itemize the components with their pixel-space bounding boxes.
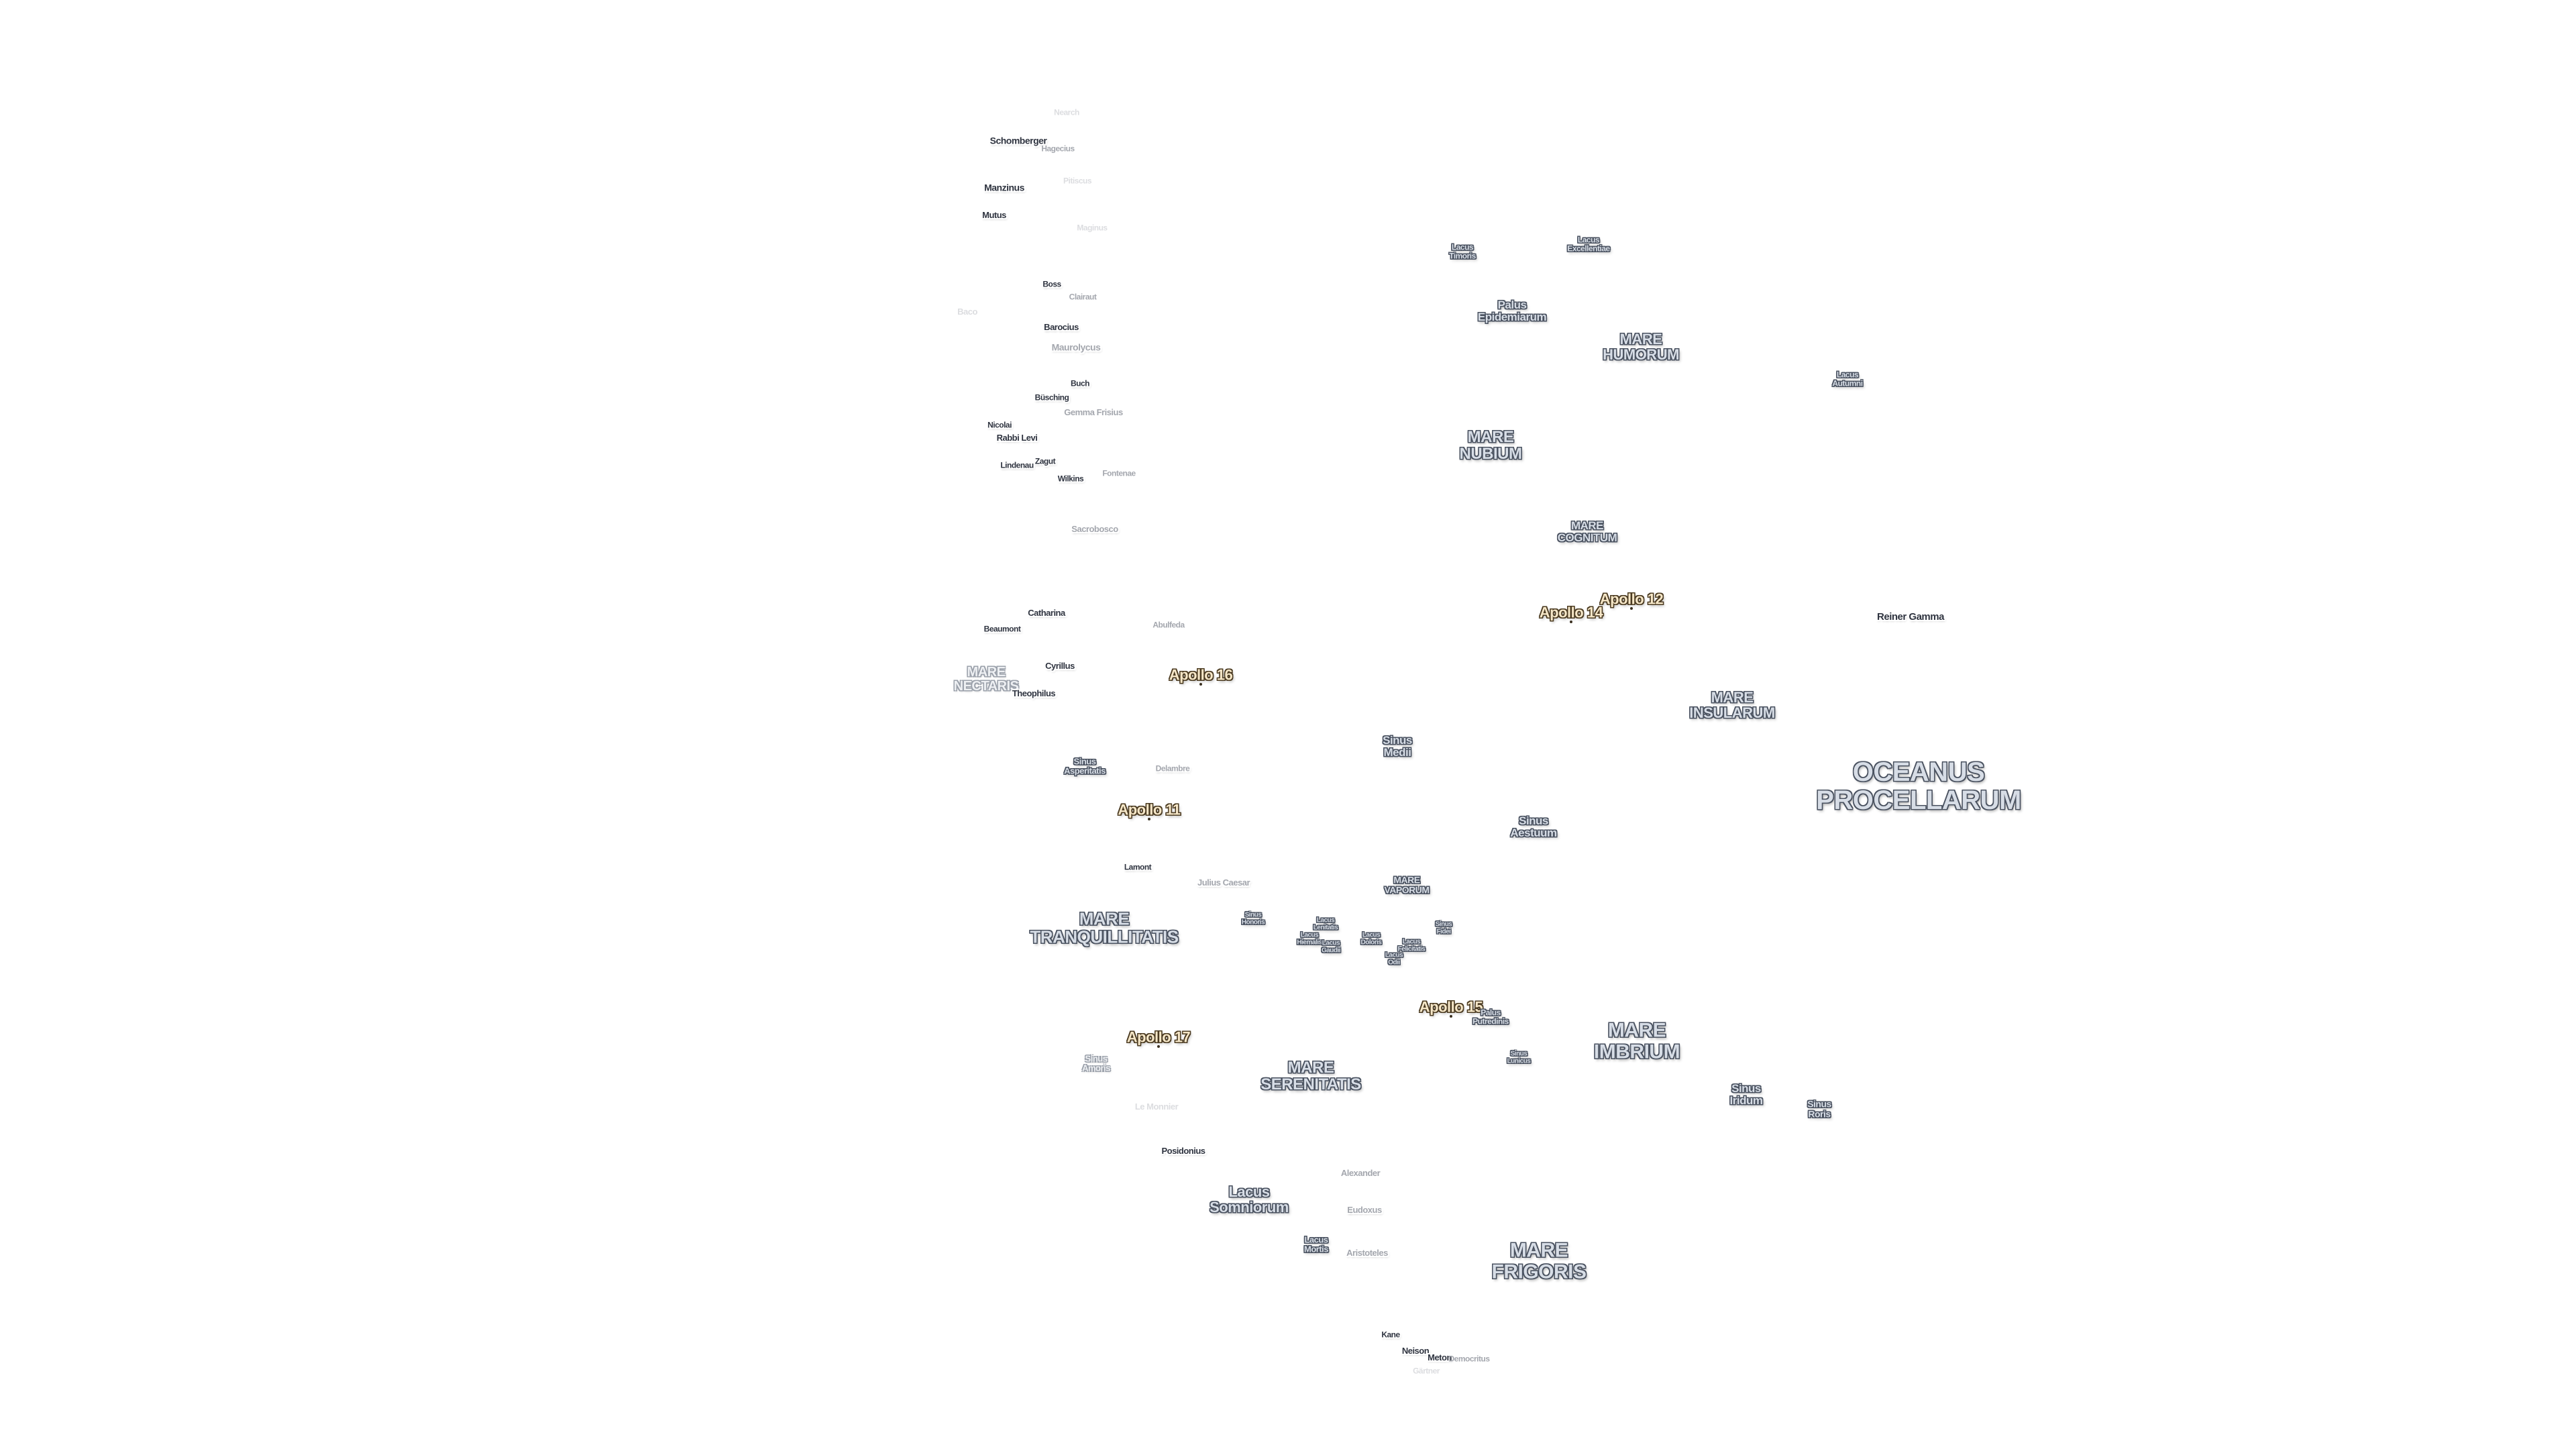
lacus-hiemalis-label: Lacus Hiemalis [1297,931,1322,946]
crater-label: Nearch [1054,107,1079,117]
crater-label: Catharina [1028,608,1065,619]
sinus-fidei-label: Sinus Fidei [1435,920,1452,935]
crater-label: Schomberger [989,135,1047,146]
crater-label: Abulfeda [1152,620,1185,630]
crater-label: Barocius [1044,322,1079,333]
sinus-iridum-label: Sinus Iridum [1729,1082,1763,1107]
mare-humorum-label: MARE HUMORUM [1603,330,1679,363]
lacus-excellentiae-label: Lacus Excellentiae [1567,235,1610,253]
crater-label: Maurolycus [1051,341,1101,353]
sinus-lunicus-label: Sinus Lunicus [1507,1050,1531,1065]
lacus-felicitatis-label: Lacus Felicitatis [1397,938,1426,953]
crater-label: Cyrillus [1045,661,1075,672]
crater-label: Rabbi Levi [996,433,1038,443]
lacus-timoris-label: Lacus Timoris [1449,242,1476,260]
apollo-15-marker[interactable] [1450,1015,1452,1018]
sinus-honoris-label: Sinus Honoris [1241,911,1265,926]
apollo-14-marker[interactable] [1570,621,1572,623]
crater-label: Fontenae [1102,468,1136,478]
mare-imbrium-label: MARE IMBRIUM [1593,1019,1680,1063]
crater-label: Neison [1401,1346,1430,1356]
lacus-somniorum-label: Lacus Somniorum [1210,1183,1289,1216]
crater-label: Alexander [1340,1168,1381,1179]
mare-cognitum-label: MARE COGNITUM [1557,519,1617,544]
mare-tranquillitatis-label: MARE TRANQUILLITATIS [1030,908,1179,947]
mare-nubium-label: MARE NUBIUM [1459,427,1523,463]
crater-label: Kane [1381,1330,1400,1340]
lacus-lenitatis-label: Lacus Lenitatis [1313,916,1338,931]
crater-label: Maginus [1077,223,1108,233]
crater-label: Le Monnier [1134,1102,1179,1112]
mare-serenitatis-label: MARE SERENITATIS [1260,1058,1361,1093]
apollo-12-label[interactable]: Apollo 12 [1599,590,1664,608]
apollo-11-label[interactable]: Apollo 11 [1118,801,1181,818]
crater-label: Meton [1428,1352,1452,1363]
apollo-16-marker[interactable] [1199,683,1202,686]
mare-frigoris-label: MARE FRIGORIS [1491,1239,1587,1283]
mare-nectaris-label: MARE NECTARIS [953,665,1019,694]
sinus-medii-label: Sinus Medii [1383,734,1412,759]
apollo-11-marker[interactable] [1148,818,1150,820]
mare-insularum-label: MARE INSULARUM [1689,688,1775,721]
oceanus-procellarum-label: OCEANUS PROCELLARUM [1816,757,2021,815]
lacus-autumni-label: Lacus Autumni [1832,370,1863,388]
crater-label: Nicolai [987,420,1012,430]
sinus-asperitatis-label: Sinus Asperitatis [1064,756,1106,775]
crater-label: Theophilus [1012,688,1056,699]
apollo-16-label[interactable]: Apollo 16 [1169,666,1233,684]
mare-vaporum-label: MARE VAPORUM [1384,874,1430,895]
apollo-12-marker[interactable] [1630,607,1633,610]
crater-label: Eudoxus [1347,1205,1382,1216]
palus-epidemiarum-label: Palus Epidemiarum [1477,299,1547,323]
crater-label: Büsching [1034,392,1069,402]
crater-label: Beaumont [983,624,1021,634]
crater-label: Baco [957,307,977,317]
palus-putredinis-label: Palus Putredinis [1472,1008,1509,1026]
crater-label: Aristoteles [1346,1248,1388,1258]
crater-label: Lindenau [1000,460,1034,470]
crater-label: Buch [1071,378,1090,388]
crater-label: Clairaut [1069,292,1097,302]
crater-label: Zagut [1034,456,1056,466]
apollo-15-label[interactable]: Apollo 15 [1419,998,1483,1016]
lacus-doloris-label: Lacus Doloris [1360,931,1382,946]
crater-label: Reiner Gamma [1877,611,1944,623]
crater-label: Democritus [1448,1354,1490,1364]
lacus-gaudii-label: Lacus Gaudii [1321,939,1341,954]
crater-label: Delambre [1155,763,1190,773]
crater-label: Pitiscus [1063,176,1092,186]
crater-label: Sacrobosco [1071,524,1118,535]
crater-label: Mutus [982,210,1006,221]
crater-label: Posidonius [1161,1146,1205,1157]
lacus-mortis-label: Lacus Mortis [1304,1234,1329,1254]
crater-label: Lamont [1124,862,1152,872]
crater-label: Gärtner [1413,1366,1440,1376]
crater-label: Wilkins [1057,474,1084,484]
apollo-14-label[interactable]: Apollo 14 [1539,604,1603,621]
sinus-amoris-label: Sinus Amoris [1082,1053,1110,1073]
crater-label: Boss [1042,279,1061,289]
crater-label: Manzinus [984,182,1024,193]
apollo-17-marker[interactable] [1157,1045,1160,1048]
crater-label: Julius Caesar [1197,877,1250,888]
crater-label: Hagecius [1041,144,1075,154]
apollo-17-label[interactable]: Apollo 17 [1126,1028,1191,1046]
lacus-odii-label: Lacus Odii [1385,951,1403,966]
crater-label: Gemma Frisius [1064,407,1123,418]
sinus-roris-label: Sinus Roris [1807,1098,1831,1119]
sinus-aestuum-label: Sinus Aestuum [1510,814,1557,839]
